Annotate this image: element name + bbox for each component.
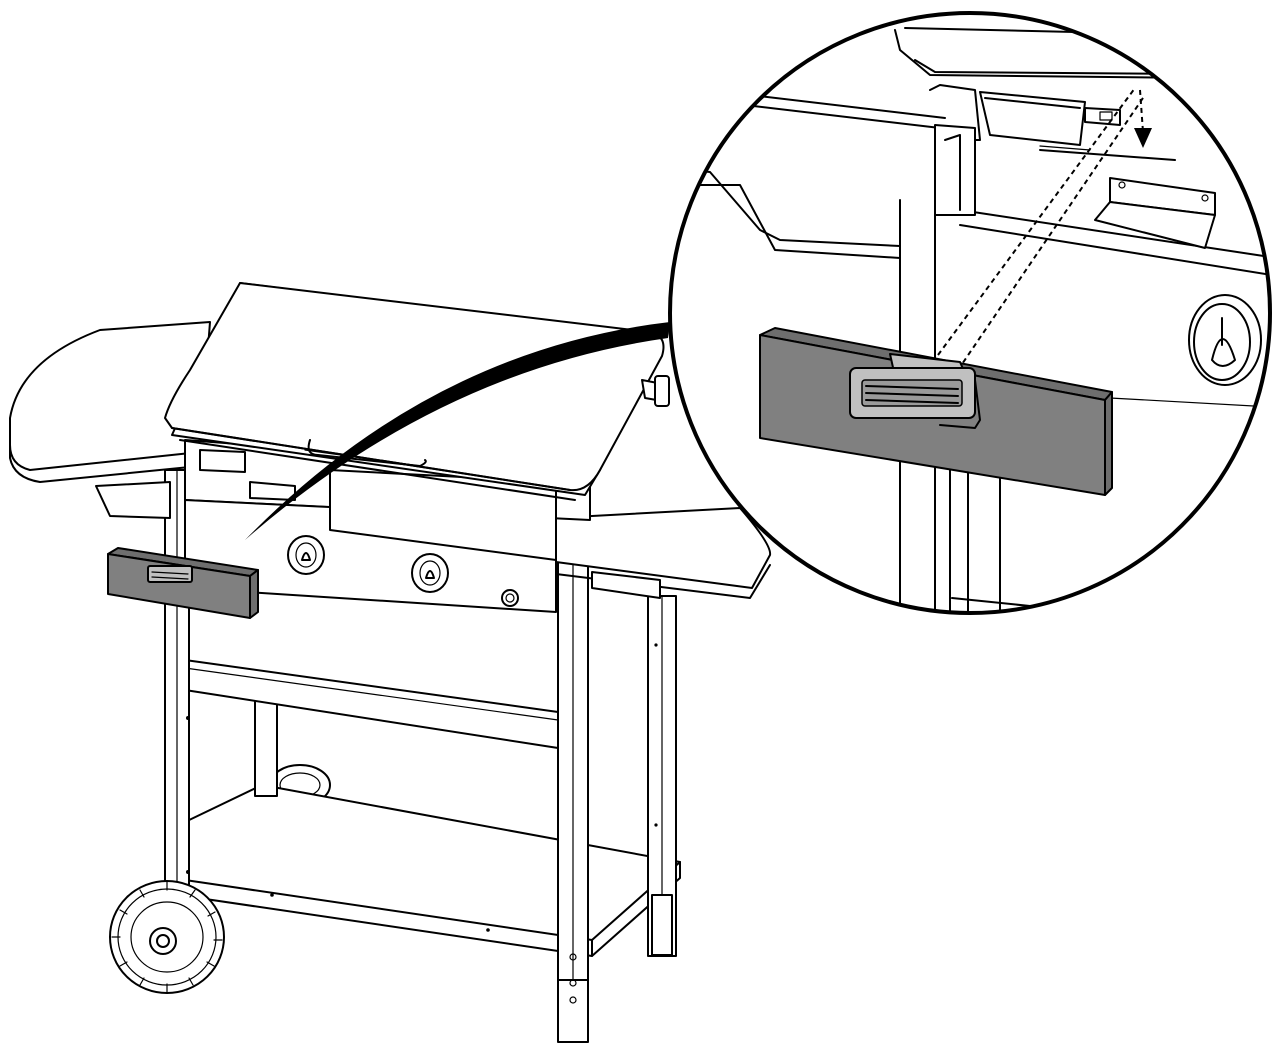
- magnified-detail: [670, 27, 1270, 613]
- front-wheel: [109, 880, 225, 994]
- igniter-button: [501, 589, 519, 607]
- arrow-down-icon: [1134, 128, 1152, 148]
- rear-legs: [254, 595, 677, 957]
- grill-body: [184, 439, 591, 613]
- cross-bar: [184, 659, 559, 749]
- grease-tray: [107, 547, 259, 619]
- control-knob-icon: [287, 535, 325, 575]
- left-side-shelf: [9, 321, 211, 519]
- bottom-shelf: [184, 784, 681, 957]
- detail-callout-circle: [668, 11, 1272, 615]
- side-handle: [641, 375, 670, 407]
- callout-leader: [245, 322, 670, 540]
- control-knob-icon: [411, 553, 449, 593]
- front-legs: [164, 469, 589, 1043]
- grill-lid: [164, 282, 665, 501]
